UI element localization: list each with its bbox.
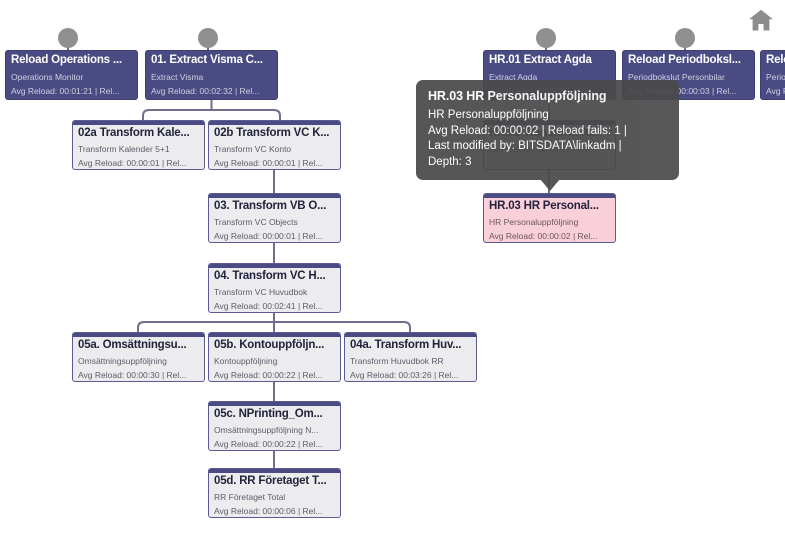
node-title: 05a. Omsättningsu...: [73, 333, 204, 354]
node-meta: Avg Reload: 00:00:01 | Rel...: [78, 158, 187, 168]
node-subtitle: Transform VC Objects: [214, 217, 298, 227]
home-icon[interactable]: [747, 6, 775, 34]
node-meta: Avg Reload: 00:01:21 | Rel...: [11, 86, 120, 96]
node-title: HR.03 HR Personal...: [484, 194, 615, 215]
tooltip-line-3: Last modified by: BITSDATA\linkadm |: [428, 140, 622, 152]
root-handle-dot[interactable]: [58, 28, 78, 48]
node-meta: Avg Reload: 00:00:01 | Rel...: [214, 158, 323, 168]
node-subtitle: Transform VC Huvudbok: [214, 287, 308, 297]
node-tooltip: HR.03 HR Personaluppföljning HR Personal…: [416, 80, 679, 191]
node-title: 04a. Transform Huv...: [345, 333, 476, 354]
node-meta: Avg Reload: 00:00:01 | Rel...: [214, 231, 323, 241]
node-subtitle: Operations Monitor: [11, 72, 84, 82]
graph-node-reload-periodbokslut[interactable]: Reload Periodboksl... Periodbokslut Perso…: [622, 50, 755, 100]
node-title: HR.01 Extract Agda: [489, 54, 592, 66]
node-meta: Avg Reload: 00:03:26 | Rel...: [350, 370, 459, 380]
graph-node-hr03-hr-personaluppfoljning[interactable]: HR.03 HR Personal... HR Personaluppföljni…: [483, 193, 616, 243]
node-subtitle: Omsättningsuppföljning: [78, 356, 167, 366]
node-meta: Avg Reload: 00:00:30 | Rel...: [78, 370, 187, 380]
node-title: 01. Extract Visma C...: [151, 54, 263, 66]
node-title: Reload Periodboksl...: [628, 54, 741, 66]
node-subtitle: Perio: [766, 72, 785, 82]
node-title: 05c. NPrinting_Om...: [209, 402, 340, 423]
node-meta: Avg Reload: 00:02:32 | Rel...: [151, 86, 260, 96]
node-meta: Avg Reload: 00:00:22 | Rel...: [214, 439, 323, 449]
node-title: 05b. Kontouppföljn...: [209, 333, 340, 354]
node-title: 04. Transform VC H...: [209, 264, 340, 285]
node-title: Reload Operations ...: [11, 54, 122, 66]
tooltip-line-4: Depth: 3: [428, 155, 472, 168]
node-meta: Avg Reload: 00:00:03 | Rel...: [628, 86, 737, 96]
tooltip-arrow-icon: [540, 179, 560, 191]
graph-node-05d-rr-foretaget-total[interactable]: 05d. RR Företaget T... RR Företaget Total…: [208, 468, 341, 518]
graph-node-reload-periodbokslut-2[interactable]: ReloPerioAvg R: [760, 50, 785, 100]
node-meta: Avg Reload: 00:00:22 | Rel...: [214, 370, 323, 380]
root-handle-dot[interactable]: [198, 28, 218, 48]
tooltip-line-2: Avg Reload: 00:00:02 | Reload fails: 1 |: [428, 124, 627, 137]
node-meta: Avg Reload: 00:00:02 | Rel...: [489, 231, 598, 241]
tooltip-line-1: HR Personaluppföljning: [428, 109, 549, 121]
node-subtitle: HR Personaluppföljning: [489, 217, 579, 227]
graph-node-04-transform-vc-huvudbok[interactable]: 04. Transform VC H... Transform VC Huvudb…: [208, 263, 341, 313]
node-subtitle: Periodbokslut Personbilar: [628, 72, 725, 82]
graph-node-03-transform-vb-objects[interactable]: 03. Transform VB O... Transform VC Object…: [208, 193, 341, 243]
node-meta: Avg Reload: 00:02:41 | Rel...: [214, 301, 323, 311]
node-subtitle: Kontouppföljning: [214, 356, 278, 366]
node-subtitle: Extract Agda: [489, 72, 538, 82]
node-title: 02a Transform Kale...: [73, 121, 204, 142]
node-meta: Avg Reload: 00:00:06 | Rel...: [214, 506, 323, 516]
root-handle-dot[interactable]: [536, 28, 556, 48]
node-subtitle: RR Företaget Total: [214, 492, 286, 502]
node-title: 03. Transform VB O...: [209, 194, 340, 215]
node-title: 05d. RR Företaget T...: [209, 469, 340, 490]
tooltip-title: HR.03 HR Personaluppföljning: [428, 89, 607, 103]
node-subtitle: Omsättningsuppföljning N...: [214, 425, 319, 435]
node-title: Relo: [766, 54, 785, 66]
root-handle-dot[interactable]: [675, 28, 695, 48]
node-meta: Avg R: [766, 86, 785, 96]
node-title: 02b Transform VC K...: [209, 121, 340, 142]
graph-node-04a-transform-huvudbok-rr[interactable]: 04a. Transform Huv... Transform Huvudbok …: [344, 332, 477, 382]
graph-node-05c-nprinting-omsattning[interactable]: 05c. NPrinting_Om... Omsättningsuppföljni…: [208, 401, 341, 451]
node-subtitle: Transform Kalender 5+1: [78, 144, 170, 154]
node-subtitle: Transform Huvudbok RR: [350, 356, 444, 366]
node-subtitle: Extract Visma: [151, 72, 204, 82]
graph-node-02a-transform-kalender[interactable]: 02a Transform Kale... Transform Kalender …: [72, 120, 205, 170]
node-subtitle: Transform VC Konto: [214, 144, 292, 154]
graph-node-05a-omsattningsuppfoljning[interactable]: 05a. Omsättningsu... Omsättningsuppföljni…: [72, 332, 205, 382]
